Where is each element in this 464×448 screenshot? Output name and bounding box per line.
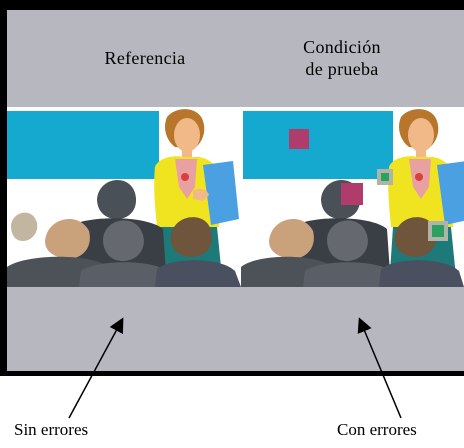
reference-image [7, 107, 241, 287]
error-block-purple-2 [341, 183, 363, 205]
error-block-green-2-inner [432, 225, 444, 237]
bottom-band [7, 287, 464, 371]
error-block-purple-1 [289, 129, 309, 149]
blue-wall [7, 111, 159, 179]
test-condition-image [241, 107, 464, 287]
top-header-band [7, 10, 464, 107]
blue-wall [243, 111, 393, 179]
audience [241, 180, 464, 287]
caption-with-errors: Con errores [337, 420, 417, 439]
test-condition-line2: de prueba [305, 59, 379, 79]
error-block-green-1-inner [381, 173, 389, 181]
test-condition-label: Condición de prueba [262, 36, 422, 80]
reference-label: Referencia [104, 48, 186, 68]
reference-scene [7, 107, 241, 287]
audience [7, 180, 241, 287]
arrow-left [68, 317, 124, 419]
test-scene [241, 107, 464, 287]
arrow-right [357, 317, 402, 419]
test-condition-line1: Condición [303, 37, 381, 57]
caption-without-errors: Sin errores [14, 420, 89, 439]
